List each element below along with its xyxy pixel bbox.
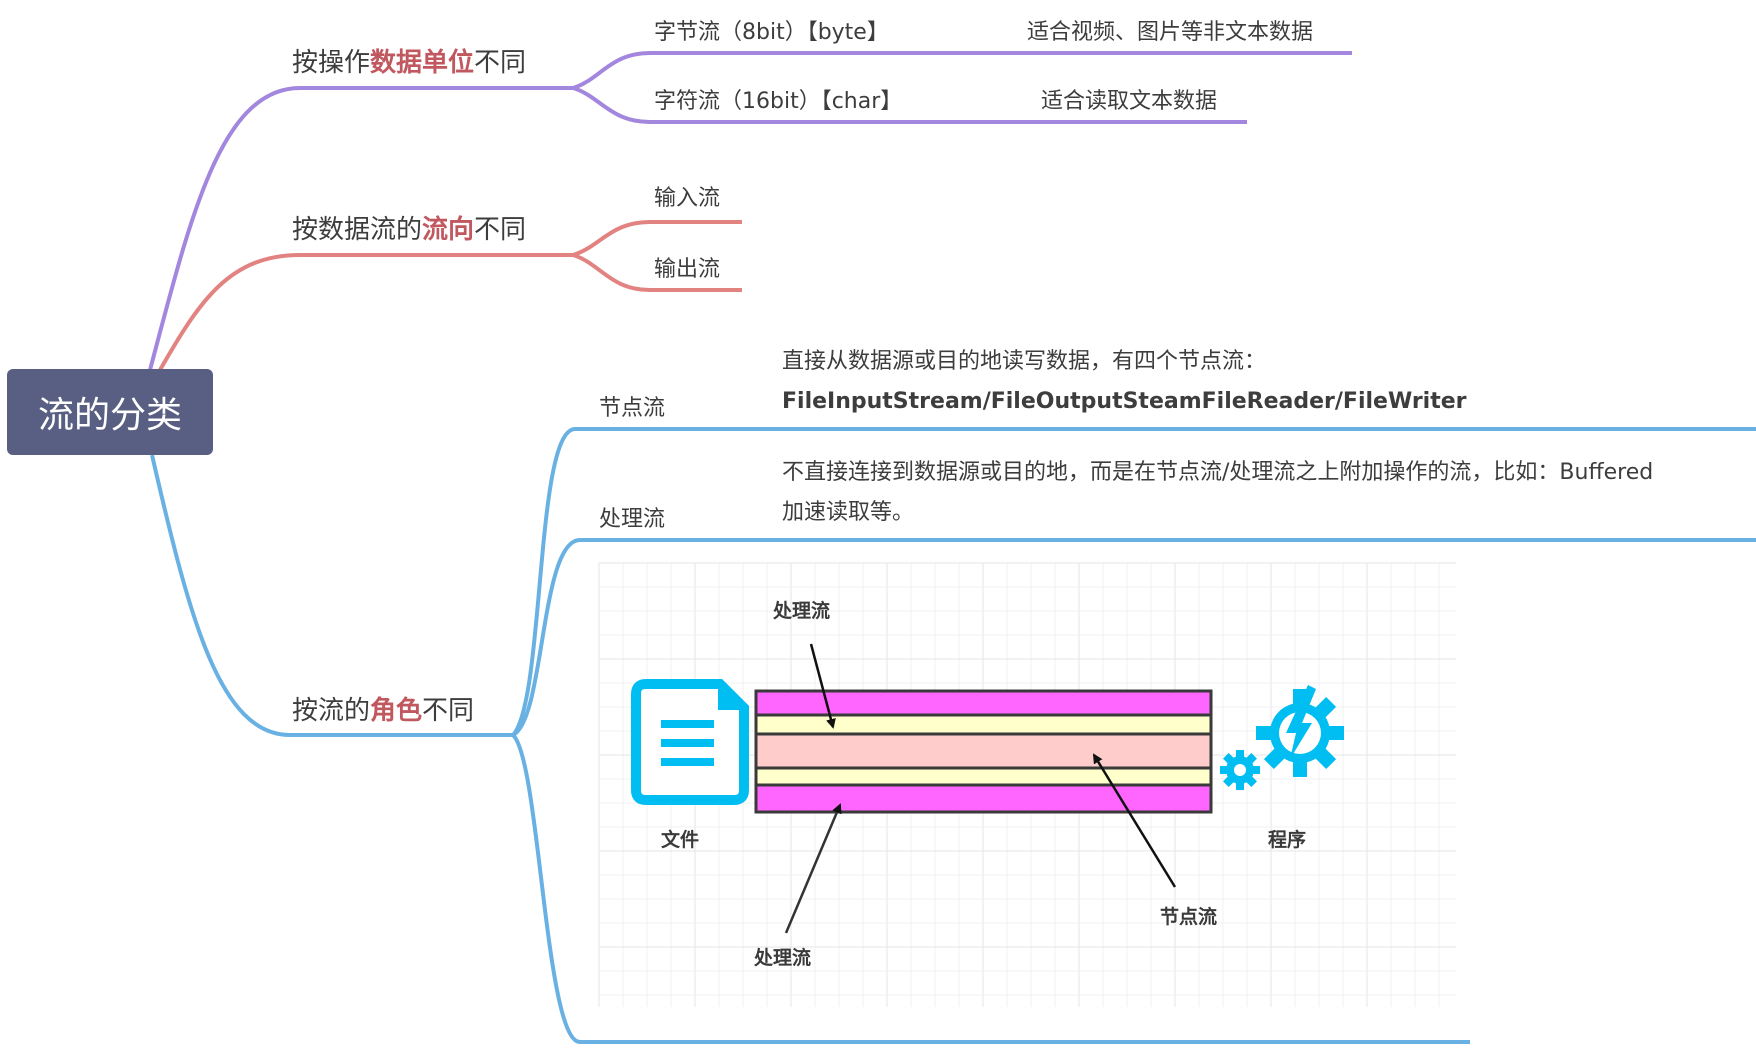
label-program: 程序 — [1268, 829, 1307, 851]
connector-node-stream — [511, 427, 1756, 737]
connector-char-stream — [572, 86, 1247, 124]
note-processing-stream[interactable]: 不直接连接到数据源或目的地，而是在节点流/处理流之上附加操作的流，比如：Buff… — [782, 453, 1653, 533]
topic-char-stream[interactable]: 字符流（16bit）【char】 — [654, 89, 903, 114]
note-node-stream-line2: FileInputStream/FileOutputSteamFileReade… — [782, 389, 1467, 414]
topic-prefix: 按流的 — [292, 696, 371, 726]
connector-diagram — [511, 733, 1470, 1044]
arrow-bottom-processing — [784, 803, 842, 934]
outer-layer-bottom — [754, 783, 1213, 814]
file-icon — [631, 679, 749, 805]
note-node-stream-line1: 直接从数据源或目的地读写数据，有四个节点流： — [782, 349, 1267, 374]
topic-node-stream[interactable]: 节点流 — [599, 396, 666, 421]
connector-root-to-direction — [158, 253, 573, 371]
core-layer — [754, 732, 1213, 770]
topic-prefix: 按操作 — [292, 48, 371, 78]
topic-highlight: 流向 — [422, 215, 475, 245]
stream-diagram — [598, 562, 1456, 1007]
topic-byte-stream[interactable]: 字节流（8bit）【byte】 — [654, 20, 889, 45]
note-byte-stream[interactable]: 适合视频、图片等非文本数据 — [1027, 20, 1314, 45]
middle-layer-top — [754, 713, 1213, 736]
connector-root-to-data-unit — [148, 86, 573, 371]
note-char-stream[interactable]: 适合读取文本数据 — [1041, 89, 1218, 114]
topic-suffix: 不同 — [474, 48, 527, 78]
outer-layer-top — [754, 689, 1213, 717]
topic-output-stream[interactable]: 输出流 — [654, 257, 721, 282]
note-processing-stream-line1: 不直接连接到数据源或目的地，而是在节点流/处理流之上附加操作的流，比如：Buff… — [782, 460, 1654, 485]
topic-highlight: 数据单位 — [370, 48, 475, 78]
label-center-node: 节点流 — [1160, 906, 1218, 928]
connector-processing-stream — [511, 538, 1756, 737]
program-gear-icon — [1220, 685, 1344, 790]
topic-suffix: 不同 — [422, 696, 475, 726]
connector-input-stream — [572, 220, 742, 257]
topic-flow-direction[interactable]: 按数据流的流向不同 — [292, 209, 526, 246]
root-topic-label: 流的分类 — [37, 395, 182, 436]
arrow-top-processing — [809, 643, 836, 729]
topic-prefix: 按数据流的 — [292, 215, 423, 245]
topic-processing-stream[interactable]: 处理流 — [599, 507, 666, 532]
topic-stream-role[interactable]: 按流的角色不同 — [292, 690, 474, 727]
connector-root-to-role — [150, 454, 513, 737]
topic-suffix: 不同 — [474, 215, 527, 245]
note-processing-stream-line2: 加速读取等。 — [782, 500, 915, 525]
topic-data-unit[interactable]: 按操作数据单位不同 — [292, 42, 526, 79]
arrow-center-node — [1092, 753, 1177, 888]
label-bottom-processing: 处理流 — [754, 947, 812, 969]
label-top-processing: 处理流 — [773, 600, 831, 622]
connector-output-stream — [572, 253, 742, 292]
label-file: 文件 — [661, 829, 700, 851]
root-topic[interactable]: 流的分类 — [7, 369, 213, 455]
topic-input-stream[interactable]: 输入流 — [654, 186, 721, 211]
connector-byte-stream — [572, 51, 1352, 90]
middle-layer-bottom — [754, 766, 1213, 787]
topic-highlight: 角色 — [370, 696, 423, 726]
note-node-stream[interactable]: 直接从数据源或目的地读写数据，有四个节点流： FileInputStream/F… — [782, 342, 1467, 422]
stream-bar — [754, 689, 1213, 814]
